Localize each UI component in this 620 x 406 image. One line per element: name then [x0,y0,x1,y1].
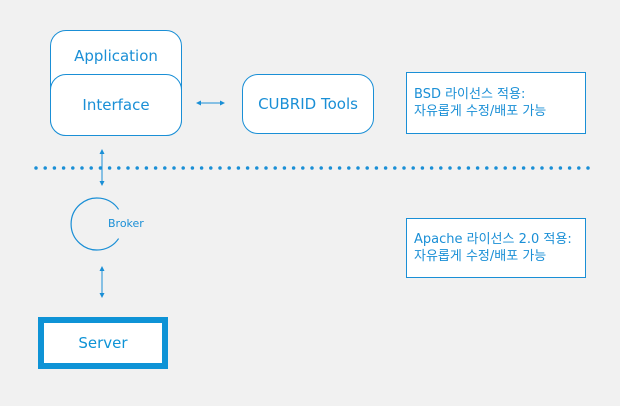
apache-license-note: Apache 라이선스 2.0 적용: 자유롭게 수정/배포 가능 [406,218,586,278]
cubrid-tools-label: CUBRID Tools [258,95,358,113]
cubrid-tools-box: CUBRID Tools [242,74,374,134]
broker-circle [70,197,120,251]
apache-note-line2: 자유롭게 수정/배포 가능 [414,249,547,264]
application-label: Application [74,47,158,65]
interface-box: Interface [50,74,182,136]
broker-label: Broker [108,217,144,230]
bsd-note-line2: 자유롭게 수정/배포 가능 [414,104,547,119]
bsd-license-note: BSD 라이선스 적용: 자유롭게 수정/배포 가능 [406,72,586,134]
server-box: Server [38,317,168,369]
interface-broker-arrow [99,149,105,186]
interface-tools-arrow [196,100,225,106]
server-label: Server [78,334,128,352]
bsd-note-line1: BSD 라이선스 적용: [414,87,526,102]
broker-server-arrow [99,266,105,298]
interface-label: Interface [82,96,150,114]
apache-note-line1: Apache 라이선스 2.0 적용: [414,232,572,247]
